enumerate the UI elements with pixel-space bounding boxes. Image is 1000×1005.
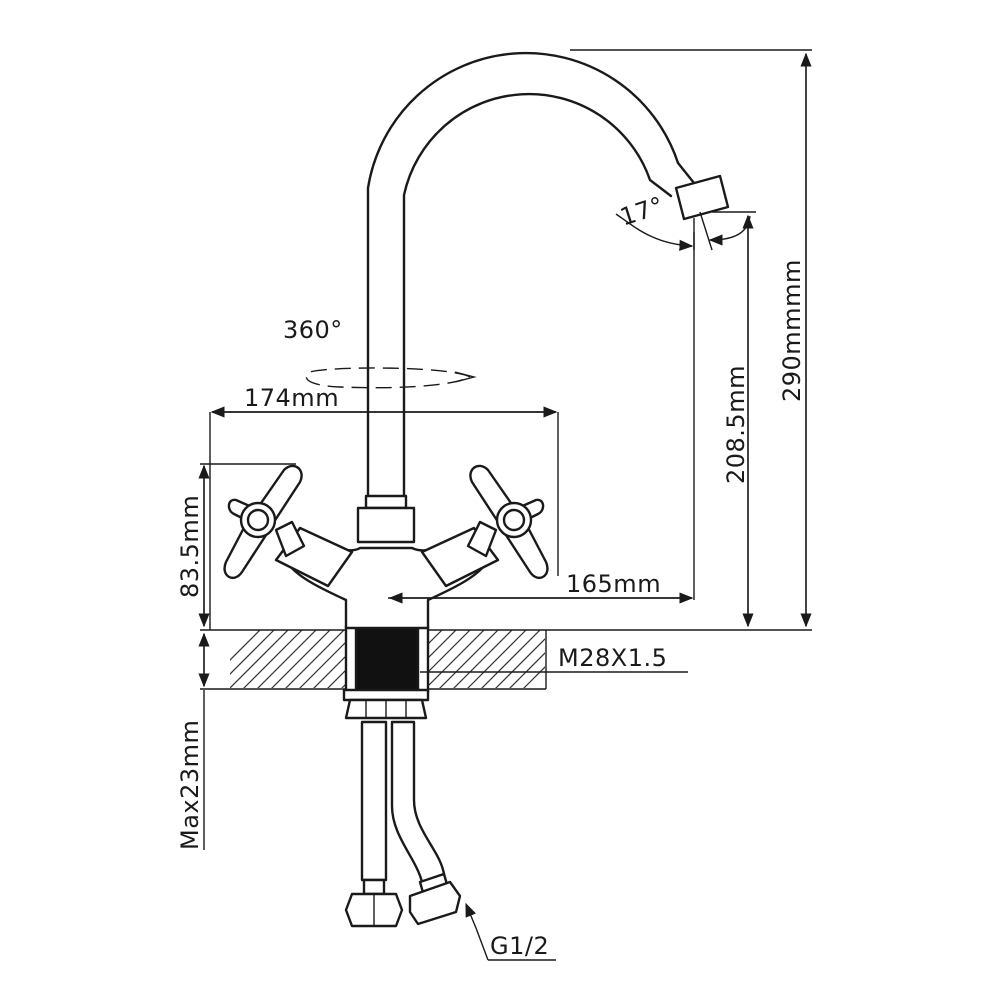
dim-spout-height: 208.5mm — [712, 211, 756, 628]
dim-handle-width: 174mm — [209, 384, 559, 630]
connection-label: G1/2 — [490, 932, 549, 960]
counter-slab — [200, 629, 812, 690]
threaded-shaft — [356, 626, 418, 692]
gooseneck-spout — [356, 51, 730, 544]
rotation-label: 360° — [283, 316, 343, 344]
right-cross-handle — [466, 464, 549, 579]
shaft-wall-right — [416, 624, 430, 694]
dim-total-height: 290mmmm — [570, 49, 812, 628]
total-height-label: 290mmmm — [778, 259, 806, 402]
hose-connection-callout: G1/2 — [465, 902, 556, 961]
shaft-wall-left — [344, 624, 358, 694]
spout-collar — [364, 494, 408, 510]
max-counter-label: Max23mm — [176, 720, 204, 850]
width-label: 174mm — [244, 384, 339, 412]
flex-hose-left — [344, 720, 404, 928]
thread-label: M28X1.5 — [558, 644, 667, 672]
rotation-indicator: 360° — [283, 316, 477, 389]
reach-label: 165mm — [566, 570, 661, 598]
hose-nut-right — [408, 880, 462, 926]
spout-height-label: 208.5mm — [722, 365, 750, 484]
handle-height-label: 83.5mm — [176, 495, 204, 598]
left-cross-handle — [223, 464, 306, 579]
flex-hose-right — [390, 720, 462, 926]
dim-handle-height: 83.5mm — [176, 463, 296, 628]
mounting-nut — [342, 688, 430, 720]
spout-base-nut — [356, 506, 416, 544]
dim-spout-reach: 165mm — [388, 232, 695, 604]
aerator — [674, 174, 730, 221]
thread-callout: M28X1.5 — [420, 644, 688, 673]
dim-max-counter: Max23mm — [176, 632, 210, 850]
angle-label: 17° — [617, 191, 668, 231]
